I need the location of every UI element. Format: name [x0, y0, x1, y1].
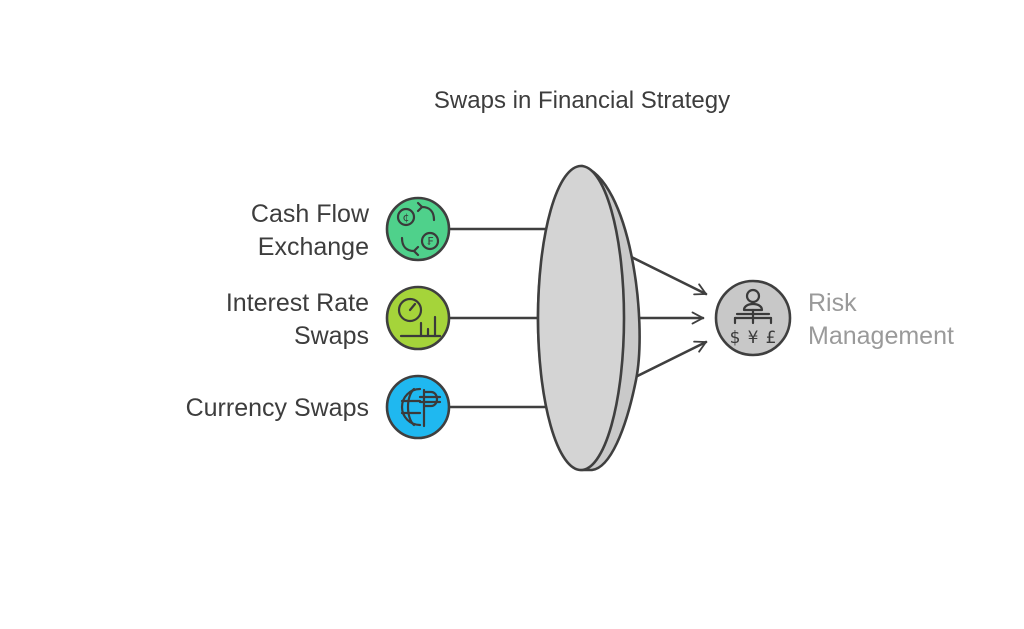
diagram-title: Swaps in Financial Strategy — [434, 87, 730, 114]
input-currency-swaps: Currency Swaps — [186, 374, 451, 440]
interest-rate-label-line1: Interest Rate — [226, 289, 369, 317]
cash-flow-label-line2: Exchange — [258, 233, 369, 261]
cash-flow-label-line1: Cash Flow — [251, 200, 370, 228]
currency-swaps-label: Currency Swaps — [186, 394, 369, 422]
input-cash-flow-exchange: ¢ ₣ Cash Flow Exchange — [251, 196, 451, 262]
currency-swaps-node — [385, 374, 451, 440]
input-interest-rate-swaps: Interest Rate Swaps — [226, 285, 451, 351]
yen-symbol: ¥ — [748, 328, 759, 348]
lens — [536, 164, 641, 472]
output-risk-management: $ ¥ £ Risk Management — [714, 279, 954, 357]
pound-symbol: £ — [766, 328, 777, 348]
globe-currency-icon — [400, 387, 442, 428]
risk-management-icon — [733, 288, 773, 325]
lens-front — [536, 164, 626, 472]
dollar-symbol: $ — [730, 328, 741, 348]
risk-management-label-line2: Management — [808, 322, 954, 350]
risk-management-label-line1: Risk — [808, 289, 857, 317]
svg-text:¢: ¢ — [403, 211, 410, 224]
interest-rate-label-line2: Swaps — [294, 322, 369, 350]
cash-flow-node — [385, 196, 451, 262]
gauge-chart-icon — [397, 297, 442, 338]
currency-exchange-icon: ¢ ₣ — [396, 201, 440, 257]
svg-text:₣: ₣ — [427, 235, 434, 248]
